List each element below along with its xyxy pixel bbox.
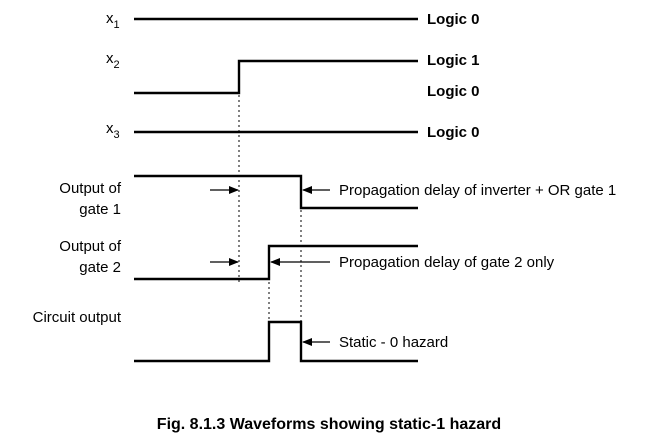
hazard-annotation: Static - 0 hazard bbox=[339, 334, 448, 351]
gate2-waveform bbox=[134, 244, 418, 281]
x2-label: x2 bbox=[106, 50, 120, 71]
x2-logic-low-label: Logic 0 bbox=[427, 83, 480, 100]
gate1-label-line1: Output of bbox=[59, 180, 122, 197]
x3-label: x3 bbox=[106, 120, 120, 141]
gate1-delay-annotation: Propagation delay of inverter + OR gate … bbox=[339, 182, 616, 199]
circuit-output-label: Circuit output bbox=[33, 309, 122, 326]
gate2-delay-annotation: Propagation delay of gate 2 only bbox=[339, 254, 555, 271]
figure-caption: Fig. 8.1.3 Waveforms showing static-1 ha… bbox=[157, 416, 501, 433]
x2-waveform bbox=[134, 59, 418, 95]
gate2-label-line2: gate 2 bbox=[79, 259, 121, 276]
circuit-output-waveform bbox=[134, 320, 418, 363]
gate2-label-line1: Output of bbox=[59, 238, 122, 255]
gate1-label-line2: gate 1 bbox=[79, 201, 121, 218]
x2-logic-high-label: Logic 1 bbox=[427, 52, 480, 69]
x3-logic-label: Logic 0 bbox=[427, 124, 480, 141]
gate1-waveform bbox=[134, 174, 418, 210]
x1-label: x1 bbox=[106, 10, 120, 31]
x1-logic-label: Logic 0 bbox=[427, 11, 480, 28]
